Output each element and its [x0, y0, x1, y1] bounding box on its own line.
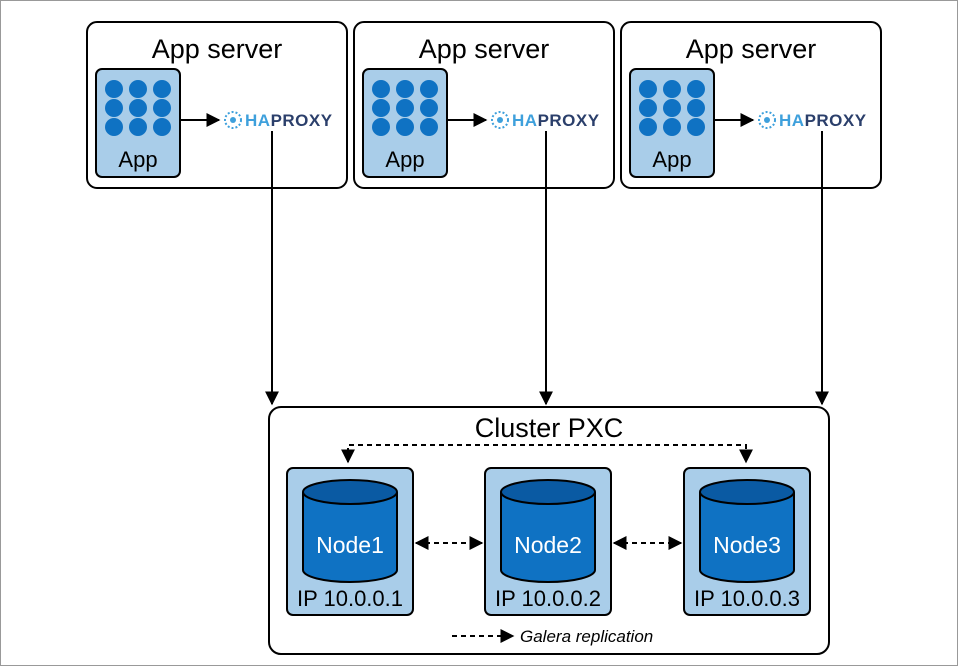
app-server-title: App server — [419, 34, 550, 64]
app-grid-icon — [372, 80, 438, 136]
database-cylinder-icon — [302, 479, 398, 583]
haproxy-logo-icon — [758, 111, 776, 129]
cluster-title: Cluster PXC — [475, 413, 624, 443]
node-name: Node2 — [514, 532, 582, 558]
node-ip: IP 10.0.0.1 — [297, 586, 403, 611]
app-label: App — [118, 147, 157, 172]
app-label: App — [652, 147, 691, 172]
haproxy-label: HAPROXY — [512, 111, 600, 130]
app-grid-icon — [639, 80, 705, 136]
database-cylinder-icon — [500, 479, 596, 583]
legend-label: Galera replication — [520, 627, 653, 646]
app-server-3: App server App HAPROXY — [620, 21, 882, 189]
haproxy-label: HAPROXY — [779, 111, 867, 130]
node-2: Node2 IP 10.0.0.2 — [484, 467, 612, 616]
node-name: Node3 — [713, 532, 781, 558]
app-grid-icon — [105, 80, 171, 136]
app-server-2: App server App HAPROXY — [353, 21, 615, 189]
haproxy-label: HAPROXY — [245, 111, 333, 130]
database-cylinder-icon — [699, 479, 795, 583]
haproxy-logo-icon — [224, 111, 242, 129]
node-name: Node1 — [316, 532, 384, 558]
legend: Galera replication — [452, 627, 653, 646]
node-ip: IP 10.0.0.3 — [694, 586, 800, 611]
app-server-title: App server — [152, 34, 283, 64]
app-server-title: App server — [686, 34, 817, 64]
app-label: App — [385, 147, 424, 172]
node-3: Node3 IP 10.0.0.3 — [683, 467, 811, 616]
app-server-1: App server App HAPROXY — [86, 21, 348, 189]
cluster-pxc: Cluster PXC Node1 IP 10.0.0.1 Node2 IP 1… — [268, 406, 830, 655]
node-ip: IP 10.0.0.2 — [495, 586, 601, 611]
node1-node3-replication-line — [341, 444, 753, 464]
haproxy-logo-icon — [491, 111, 509, 129]
node-1: Node1 IP 10.0.0.1 — [286, 467, 414, 616]
